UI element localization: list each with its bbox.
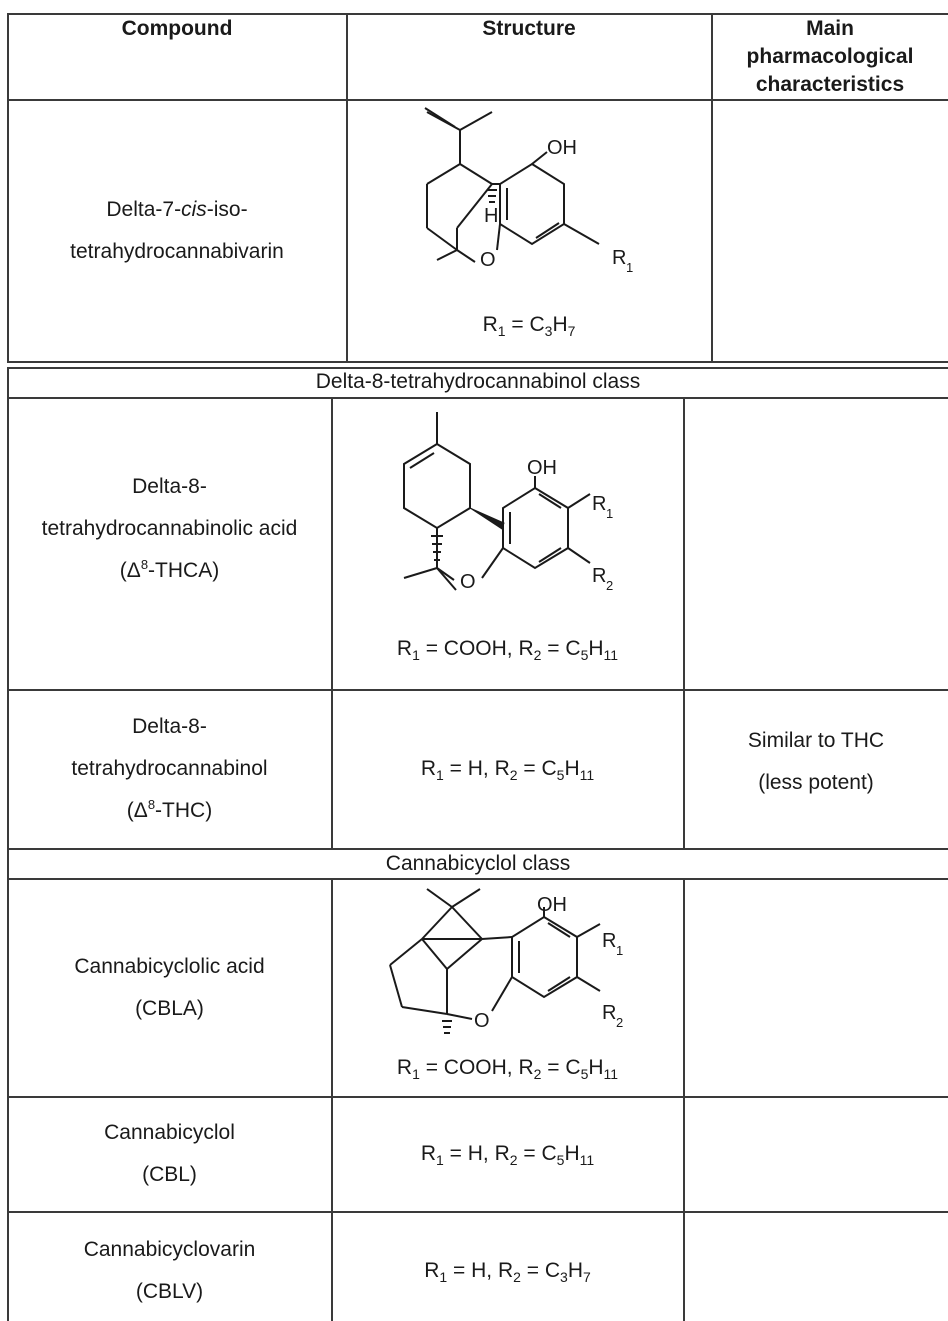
row6-name-line2: (CBLV) <box>135 1279 204 1303</box>
row3-formula: R1 = H, R2 = C5H11 <box>420 757 595 784</box>
header-pharmacology-line2: pharmacological <box>746 45 914 68</box>
row1-compound: Delta-7-cis-iso- tetrahydrocannabivarin <box>8 100 346 361</box>
row1-oh-label: OH <box>547 137 577 159</box>
row2-o-label: O <box>460 571 476 593</box>
row1-r1-sub: 1 <box>626 260 633 275</box>
row3-structure: R1 = H, R2 = C5H11 <box>332 690 683 848</box>
row3-name-line1: Delta-8- <box>132 715 207 738</box>
rule-left-d <box>7 848 9 879</box>
header-compound: Compound <box>121 17 233 40</box>
rule-col1-c <box>331 397 333 849</box>
row1-h-label: H <box>484 205 498 227</box>
row2-abbr: (Δ8-THCA) <box>119 556 220 582</box>
rule-left-c <box>7 397 9 849</box>
row1-name-line2: tetrahydrocannabivarin <box>70 239 284 263</box>
rule-row2-bottom <box>7 689 948 691</box>
rule-col1-e <box>331 878 333 1321</box>
row4-r1-sub: 1 <box>616 943 623 958</box>
row5-name-line2: (CBL) <box>142 1163 197 1186</box>
row4-formula: R1 = COOH, R2 = C5H11 <box>396 1056 619 1083</box>
row4-r2-label: R <box>602 1002 616 1024</box>
row5-pharmacology <box>684 1097 948 1211</box>
rule-col2-a <box>711 13 713 362</box>
rule-col2-e <box>683 878 685 1321</box>
row2-structure-drawing: OH O R 1 R 2 <box>403 412 613 593</box>
rule-class1-bottom <box>7 397 948 399</box>
row2-formula: R1 = COOH, R2 = C5H11 <box>396 637 619 664</box>
row2-name-line1: Delta-8- <box>132 474 207 498</box>
class-delta8-thc-heading: Delta-8-tetrahydrocannabinol class <box>315 370 641 393</box>
row4-name-line2: (CBLA) <box>135 996 204 1020</box>
rule-class2-bottom <box>7 878 948 880</box>
row3-name-line2: tetrahydrocannabinol <box>71 757 268 780</box>
rule-row1-bottom <box>7 361 948 363</box>
rule-header-bottom <box>7 99 948 101</box>
rule-col2-c <box>683 397 685 849</box>
row4-pharmacology <box>684 879 948 1096</box>
row2-pharmacology <box>684 398 948 689</box>
row4-structure-drawing: OH O R 1 R 2 <box>389 888 623 1034</box>
rule-row5-bottom <box>7 1211 948 1213</box>
rule-row4-bottom <box>7 1096 948 1098</box>
row1-structure-drawing: OH H O R 1 <box>424 107 633 275</box>
row2-compound: Delta-8- tetrahydrocannabinolic acid (Δ8… <box>8 398 331 689</box>
row1-name-line1: Delta-7-cis-iso- <box>106 197 248 221</box>
row5-name-line1: Cannabicyclol <box>104 1121 235 1144</box>
row2-r1-label: R <box>592 493 606 515</box>
row1-formula: R1 = C3H7 <box>482 313 576 340</box>
row6-pharmacology <box>684 1212 948 1321</box>
row6-name-line1: Cannabicyclovarin <box>83 1237 256 1261</box>
header-pharmacology-line1: Main <box>806 17 854 40</box>
row4-name-line1: Cannabicyclolic acid <box>74 954 265 978</box>
row4-oh-label: OH <box>537 894 567 916</box>
row4-r1-label: R <box>602 930 616 952</box>
row5-structure: R1 = H, R2 = C5H11 <box>332 1097 683 1211</box>
row2-r1-sub: 1 <box>606 506 613 521</box>
class-cannabicyclol-heading: Cannabicyclol class <box>385 852 571 875</box>
rule-row3-bottom <box>7 848 948 850</box>
rule-left-e <box>7 878 9 1321</box>
header-pharmacology-line3: characteristics <box>755 73 905 96</box>
rule-top <box>7 13 948 15</box>
row3-pharm-line1: Similar to THC <box>747 729 885 752</box>
row2-r2-label: R <box>592 565 606 587</box>
header-structure: Structure <box>482 17 576 40</box>
row3-abbr: (Δ8-THC) <box>126 797 213 822</box>
row1-r1-label: R <box>612 247 626 269</box>
row6-formula: R1 = H, R2 = C3H7 <box>424 1258 591 1285</box>
rule-left-a <box>7 13 9 362</box>
row3-compound: Delta-8- tetrahydrocannabinol (Δ8-THC) <box>8 690 331 848</box>
rule-left-b <box>7 367 9 398</box>
row1-o-label: O <box>480 249 496 271</box>
header-pharmacology: Main pharmacological characteristics <box>712 15 948 99</box>
row2-name-line2: tetrahydrocannabinolic acid <box>41 516 298 540</box>
row6-compound: Cannabicyclovarin (CBLV) <box>8 1212 331 1321</box>
row2-r2-sub: 2 <box>606 578 613 593</box>
row3-pharm-line2: (less potent) <box>758 771 874 794</box>
row4-compound: Cannabicyclolic acid (CBLA) <box>8 879 331 1096</box>
row5-formula: R1 = H, R2 = C5H11 <box>420 1142 595 1169</box>
row4-r2-sub: 2 <box>616 1015 623 1030</box>
rule-col1-a <box>346 13 348 362</box>
row4-o-label: O <box>474 1010 490 1032</box>
row6-structure: R1 = H, R2 = C3H7 <box>332 1212 683 1321</box>
row5-compound: Cannabicyclol (CBL) <box>8 1097 331 1211</box>
row2-oh-label: OH <box>527 457 557 479</box>
rule-class1-top <box>7 367 948 369</box>
row1-pharmacology <box>712 100 948 361</box>
row3-pharmacology: Similar to THC (less potent) <box>684 690 948 848</box>
